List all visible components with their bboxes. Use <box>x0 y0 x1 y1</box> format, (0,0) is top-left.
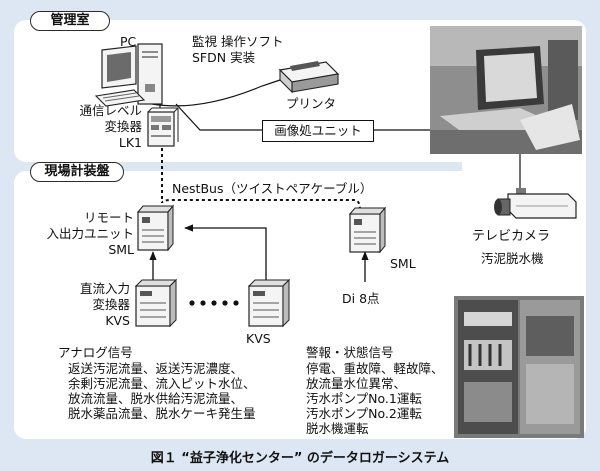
alarm-line: 放流量水位異常、 <box>306 376 407 391</box>
kvs2-label: KVS <box>246 331 271 346</box>
sml1-label-1: リモート <box>83 210 134 225</box>
software-label-2: SFDN 実装 <box>192 50 256 65</box>
nestbus-line <box>161 148 361 211</box>
sml1-label-3: SML <box>108 242 134 257</box>
control-room-label: 管理室 <box>30 11 110 31</box>
pc-imageunit-cable <box>175 103 262 131</box>
kvs2-arrow <box>184 224 267 282</box>
alarm-line: 汚水ポンプNo.1運転 <box>306 391 422 406</box>
monitoring-room-photo <box>430 26 582 154</box>
kvs1-drawing <box>134 278 178 328</box>
lk1-drawing <box>147 107 179 147</box>
kvs2-drawing <box>247 278 291 328</box>
analog-line: 返送汚泥流量、返送汚泥濃度、 <box>68 361 244 376</box>
pc-label: PC <box>120 34 137 49</box>
printer-drawing <box>278 61 340 94</box>
kvs1-label-3: KVS <box>105 313 130 328</box>
kvs1-label-1: 直流入力 <box>79 281 130 296</box>
alarm-line: 停電、重故障、軽故障、 <box>306 361 444 376</box>
lk1-label-3: LK1 <box>118 135 142 150</box>
alarm-line: 脱水機運転 <box>306 421 369 436</box>
lk1-label-1: 通信レベル <box>79 103 142 118</box>
analog-line: 放流流量、脱水供給汚泥流量、 <box>68 391 244 406</box>
camera-target-label: 汚泥脱水機 <box>481 251 544 266</box>
camera-drawing <box>494 188 577 219</box>
pc-drawing <box>94 43 163 107</box>
sml2-label: SML <box>390 256 416 271</box>
camera-label: テレビカメラ <box>472 229 551 244</box>
kvs1-label-2: 変換器 <box>92 297 130 312</box>
lk1-label-2: 変換器 <box>104 119 142 134</box>
software-label-1: 監視 操作ソフト <box>192 34 284 49</box>
alarm-line: 汚水ポンプNo.2運転 <box>306 406 422 421</box>
di-label: Di 8点 <box>342 291 380 306</box>
sml2-drawing <box>348 206 387 254</box>
nestbus-label: NestBus（ツイストペアケーブル） <box>172 181 373 196</box>
kvs-ellipsis <box>189 300 239 306</box>
sml1-label-2: 入出力ユニット <box>46 226 134 241</box>
analog-title: アナログ信号 <box>58 345 133 360</box>
field-panel-photo <box>454 296 584 438</box>
pc-printer-cable <box>151 79 281 107</box>
figure-caption: 図１ “益子浄化センター” のデータロガーシステム <box>150 451 450 466</box>
field-panel-label: 現場計装盤 <box>30 162 124 182</box>
image-processing-unit: 画像処ユニット <box>262 120 374 142</box>
analog-line: 脱水薬品流量、脱水ケーキ発生量 <box>68 406 256 421</box>
sml1-drawing <box>136 204 175 252</box>
alarm-title: 警報・状態信号 <box>306 345 394 360</box>
analog-line: 余剰汚泥流量、流入ピット水位、 <box>68 376 256 391</box>
printer-label: プリンタ <box>286 96 337 111</box>
